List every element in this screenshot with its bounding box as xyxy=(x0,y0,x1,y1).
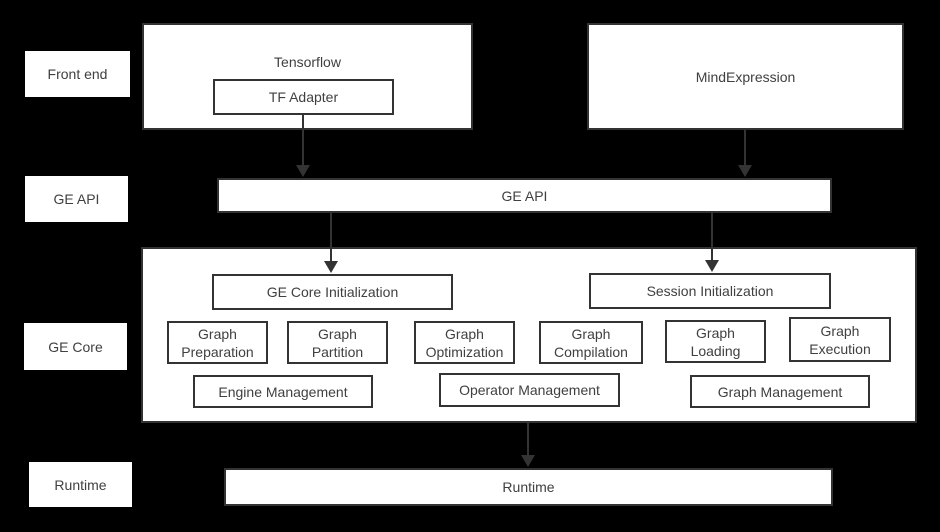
side-label-ge-core: GE Core xyxy=(24,323,127,370)
arrow-line xyxy=(527,423,529,455)
stage-box-graph-compilation: Graph Compilation xyxy=(539,321,643,364)
stage-label: Graph Compilation xyxy=(554,325,628,360)
stage-box-graph-execution: Graph Execution xyxy=(789,317,891,362)
ge-core-initialization-box: GE Core Initialization xyxy=(212,274,453,310)
side-label-front-end: Front end xyxy=(25,51,130,97)
arrow-head-icon xyxy=(738,165,752,177)
graph-management-box: Graph Management xyxy=(690,375,870,408)
arrow-head-icon xyxy=(296,165,310,177)
tensorflow-title: Tensorflow xyxy=(274,54,341,70)
runtime-bar: Runtime xyxy=(224,468,833,506)
stage-label: Graph Optimization xyxy=(425,325,504,360)
side-label-runtime: Runtime xyxy=(29,462,132,507)
stage-box-graph-partition: Graph Partition xyxy=(287,321,388,364)
ge-api-bar: GE API xyxy=(217,178,832,213)
tensorflow-box: Tensorflow TF Adapter xyxy=(142,23,473,130)
session-initialization-box: Session Initialization xyxy=(589,273,831,309)
mindexpression-box: MindExpression xyxy=(587,23,904,130)
arrow-mindexpression-to-ge-api xyxy=(738,130,752,177)
arrow-line xyxy=(744,130,746,165)
side-label-ge-api: GE API xyxy=(25,176,128,222)
stage-label: Graph Preparation xyxy=(181,325,254,360)
stage-box-graph-loading: Graph Loading xyxy=(665,320,766,363)
engine-management-box: Engine Management xyxy=(193,375,373,408)
stage-box-graph-optimization: Graph Optimization xyxy=(414,321,515,364)
tf-adapter-box: TF Adapter xyxy=(213,79,394,115)
stage-box-graph-preparation: Graph Preparation xyxy=(167,321,268,364)
arrow-head-icon xyxy=(521,455,535,467)
stage-label: Graph Loading xyxy=(690,324,741,359)
stage-label: Graph Execution xyxy=(809,322,871,357)
arrow-ge-core-to-runtime xyxy=(521,423,535,467)
ge-core-box: GE Core Initialization Session Initializ… xyxy=(141,247,917,423)
operator-management-box: Operator Management xyxy=(439,373,620,407)
stage-label: Graph Partition xyxy=(311,325,364,360)
